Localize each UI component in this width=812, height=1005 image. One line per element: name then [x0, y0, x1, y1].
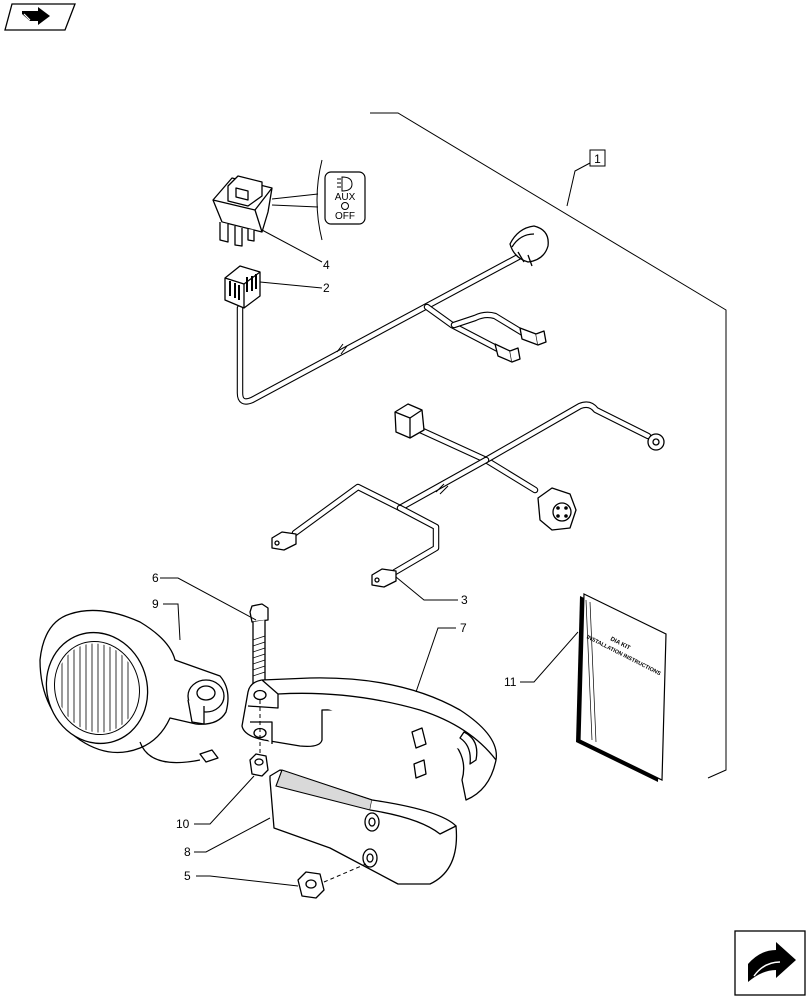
- callout-2[interactable]: 2: [323, 281, 330, 295]
- bolt: [249, 603, 269, 685]
- group-bracket: [370, 112, 727, 779]
- next-page-arrow-icon[interactable]: [734, 930, 806, 996]
- callout-11[interactable]: 11: [504, 675, 517, 689]
- callout-6[interactable]: 6: [152, 571, 159, 585]
- work-light: [39, 609, 229, 764]
- nav-arrow-icon[interactable]: [4, 3, 76, 31]
- callout-5[interactable]: 5: [184, 869, 191, 883]
- callout-7[interactable]: 7: [460, 621, 467, 635]
- installation-manual: DIA KIT INSTALLATION INSTRUCTIONS: [576, 593, 667, 782]
- aux-switch-symbol: AUX OFF: [324, 171, 366, 225]
- switch-dotted-leader: [271, 159, 323, 241]
- lower-bracket: [269, 769, 458, 885]
- nut-10: [249, 753, 269, 777]
- switch-harness: [224, 225, 549, 405]
- light-harness: [271, 401, 665, 588]
- off-label: OFF: [335, 211, 355, 222]
- upper-bracket: [241, 677, 497, 801]
- aux-label: AUX: [335, 192, 356, 203]
- lamp-icon: [337, 176, 353, 192]
- callout-4[interactable]: 4: [323, 258, 330, 272]
- off-indicator-icon: [341, 202, 349, 210]
- callout-10[interactable]: 10: [176, 817, 190, 831]
- nut-5: [297, 871, 325, 899]
- svg-text:1: 1: [594, 152, 601, 166]
- callout-1[interactable]: 1: [589, 149, 606, 167]
- callout-8[interactable]: 8: [184, 845, 191, 859]
- rocker-switch: [212, 175, 273, 247]
- callout-3[interactable]: 3: [461, 593, 468, 607]
- callout-9[interactable]: 9: [152, 597, 159, 611]
